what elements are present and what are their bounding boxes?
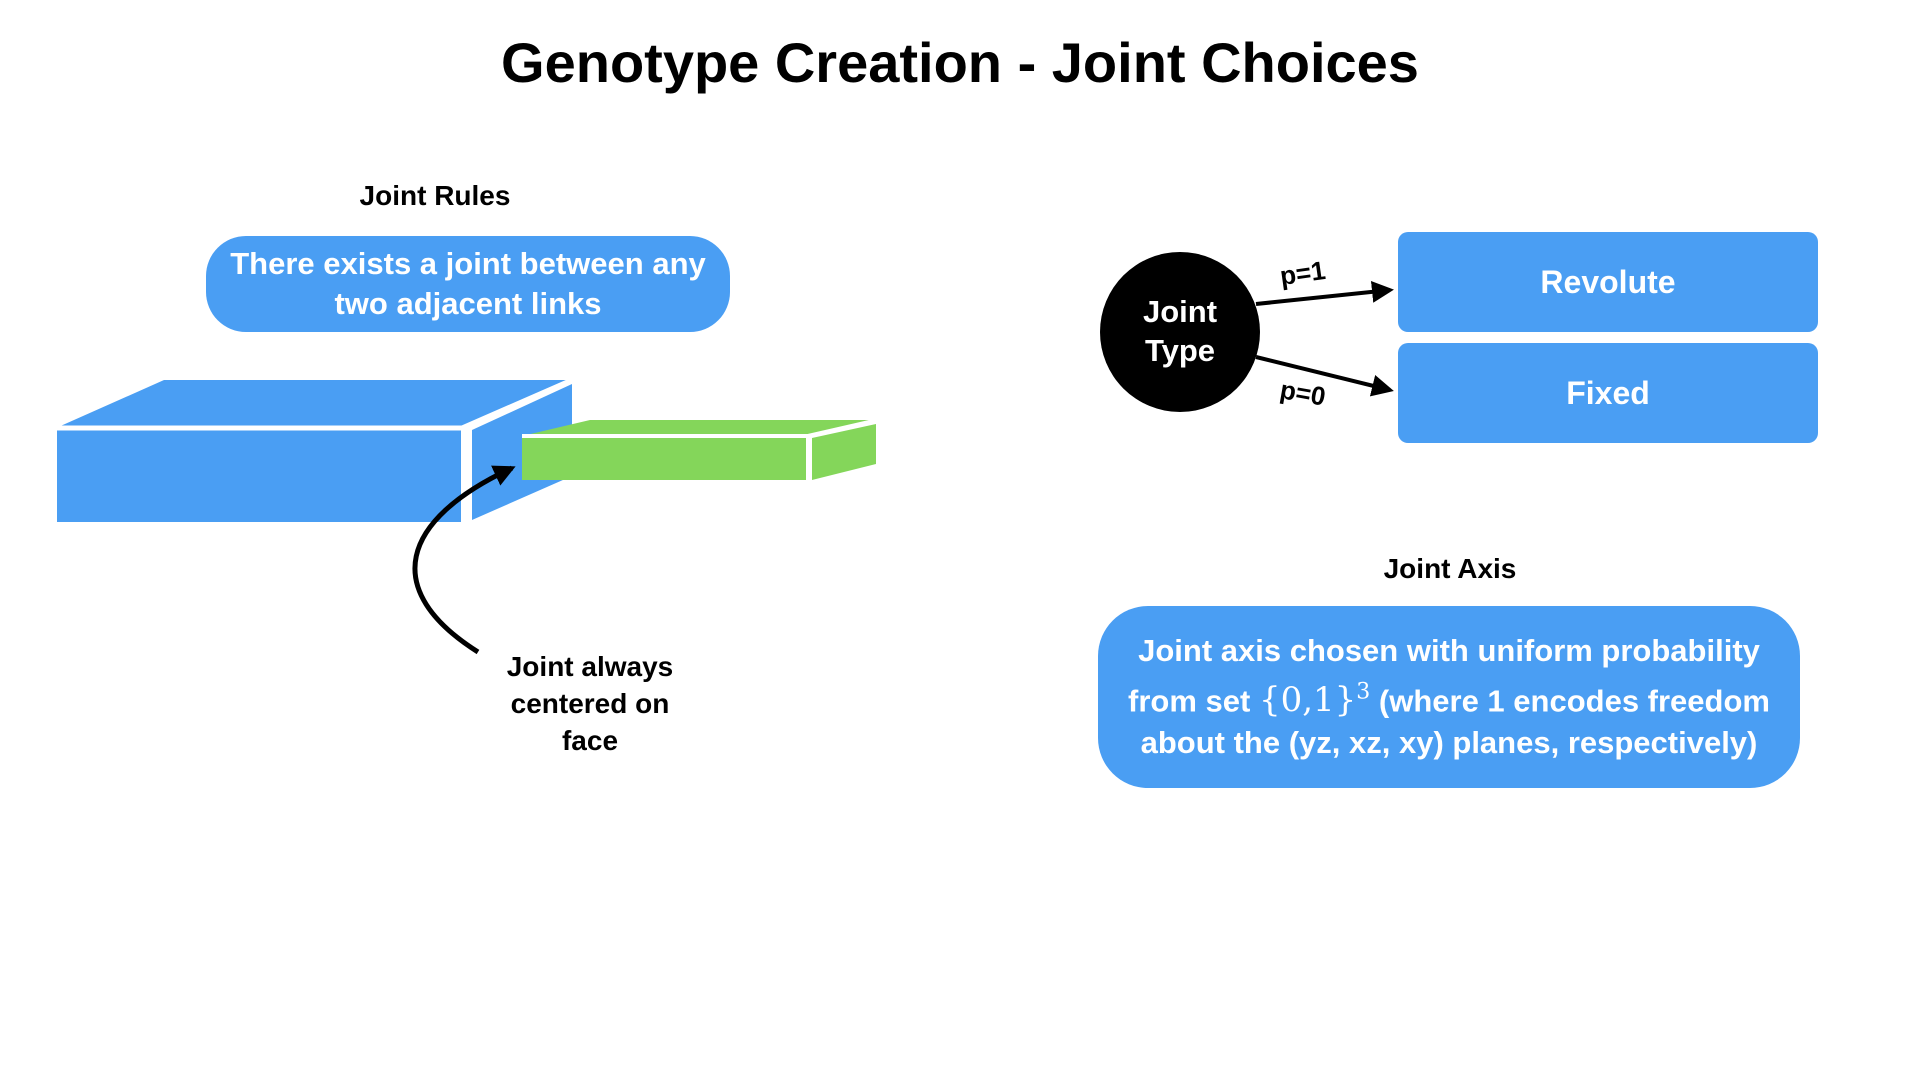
joint-rules-heading: Joint Rules [359,180,511,211]
note-line2: centered on [510,688,670,719]
joint-rule-bubble: There exists a joint between any two adj… [206,236,730,332]
green-link [522,418,879,482]
joint-center-note: Joint always centered on face [470,648,710,759]
axis-set-exponent: 3 [1356,679,1371,705]
joint-rule-line2: two adjacent links [334,286,602,321]
green-link-top-face [522,420,878,436]
blue-link-top-face [56,380,570,428]
joint-axis-bubble: Joint axis chosen with uniform probabili… [1098,606,1800,788]
axis-set: {0,1}3 [1259,680,1370,720]
green-link-front-face [522,438,806,480]
joint-type-node: Joint Type [1100,252,1260,412]
axis-line2-post: (where 1 encodes freedom [1378,683,1770,719]
joint-axis-heading: Joint Axis [1383,553,1517,584]
axis-line2: from set {0,1}3 (where 1 encodes freedom [1128,672,1770,722]
option-fixed: Fixed [1398,343,1818,443]
note-line3: face [561,725,619,756]
axis-set-base: {0,1} [1258,680,1357,721]
axis-line2-pre: from set [1128,683,1251,719]
arrow-to-revolute [1255,280,1394,306]
joint-pointer-arrow [412,465,516,655]
joint-type-line1: Joint [1142,294,1218,330]
blue-link-front-face [57,430,461,522]
axis-line1: Joint axis chosen with uniform probabili… [1138,632,1760,668]
joint-type-line2: Type [1144,333,1216,368]
joint-rule-line1: There exists a joint between any [230,245,706,281]
axis-line3: about the (yz, xz, xy) planes, respectiv… [1140,725,1758,761]
prob-revolute: p=1 [1278,254,1328,292]
arrow-to-fixed [1255,355,1394,397]
note-line1: Joint always [506,651,674,682]
page-title: Genotype Creation - Joint Choices [501,31,1419,94]
option-revolute: Revolute [1398,232,1818,332]
green-link-side-face [812,424,876,480]
blue-link [56,377,573,524]
